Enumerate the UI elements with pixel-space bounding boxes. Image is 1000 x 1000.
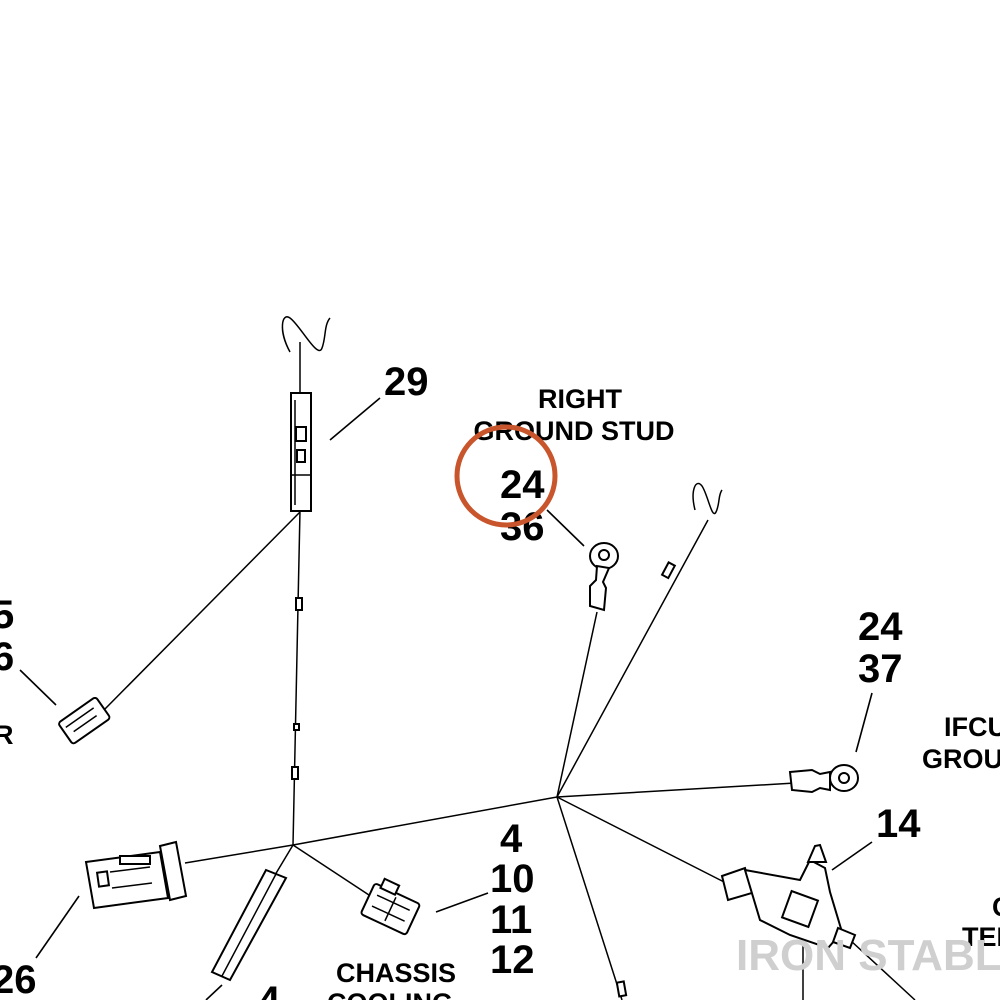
connector-5-6-body bbox=[58, 696, 111, 745]
callout-6: 6 bbox=[0, 635, 14, 679]
callout-5: 5 bbox=[0, 593, 14, 637]
splice-5 bbox=[615, 980, 628, 998]
wire-to-right-ground-stud bbox=[556, 611, 598, 798]
callout-24-ifcu: 24 bbox=[858, 605, 903, 649]
leader-lines bbox=[19, 397, 873, 1000]
callout-24-right-stud: 24 bbox=[500, 463, 545, 507]
leader-4-12 bbox=[435, 892, 489, 913]
item-4-part bbox=[210, 868, 288, 982]
callout-4-bottom: 4 bbox=[258, 979, 281, 1000]
callout-10: 10 bbox=[490, 857, 535, 901]
wire-14-right bbox=[849, 939, 916, 1000]
label-right-ground-stud-line2: GROUND STUD bbox=[474, 416, 675, 446]
wire-to-top-right bbox=[556, 519, 709, 798]
leader-29 bbox=[329, 397, 381, 441]
leader-5-6 bbox=[19, 669, 57, 706]
label-ter: TER bbox=[962, 922, 1000, 952]
connector-5-6 bbox=[58, 696, 111, 745]
splice-3 bbox=[291, 766, 299, 780]
wire-trunk bbox=[292, 796, 558, 846]
callout-12: 12 bbox=[490, 938, 535, 982]
leader-26 bbox=[35, 895, 80, 959]
label-ifcu-line2: GROUND bbox=[922, 744, 1000, 774]
wire-break-right-icon bbox=[692, 482, 723, 515]
callout-14: 14 bbox=[876, 802, 921, 846]
harness-wires bbox=[101, 342, 916, 1000]
wire-down bbox=[556, 796, 623, 1000]
label-chassis-line1: CHASSIS bbox=[336, 958, 456, 988]
label-c: C bbox=[992, 892, 1000, 922]
callout-numbers: 29 24 36 24 37 14 4 10 11 12 26 4 5 6 bbox=[0, 360, 921, 1000]
label-chassis-line2: COOLING bbox=[327, 988, 453, 1000]
chassis-cooling-connector bbox=[360, 877, 421, 936]
wire-to-ifcu-ground bbox=[556, 782, 796, 798]
text-labels: RIGHT GROUND STUD IFCU GROUND CHASSIS CO… bbox=[0, 384, 1000, 1000]
label-ifcu-line1: IFCU bbox=[944, 712, 1000, 742]
splice-4 bbox=[660, 561, 677, 580]
connector-26 bbox=[84, 840, 188, 910]
leader-4 bbox=[205, 984, 223, 1000]
wire-to-connector-26 bbox=[184, 844, 294, 864]
label-r: R bbox=[0, 720, 14, 750]
callout-11: 11 bbox=[490, 898, 532, 942]
wire-to-connector-5 bbox=[101, 511, 301, 713]
wire-vertical-left bbox=[292, 509, 301, 846]
callout-4: 4 bbox=[500, 817, 523, 861]
label-right-ground-stud-line1: RIGHT bbox=[538, 384, 623, 414]
highlight-circle bbox=[454, 424, 558, 528]
callout-29: 29 bbox=[384, 360, 429, 404]
watermark: IRON STABLE bbox=[736, 931, 1000, 980]
inline-splices bbox=[291, 561, 677, 998]
leader-14 bbox=[831, 841, 873, 871]
leader-24-37 bbox=[855, 692, 873, 753]
leader-24-36 bbox=[546, 509, 585, 547]
callout-26: 26 bbox=[0, 958, 37, 1000]
connector-29 bbox=[290, 392, 312, 512]
component-14 bbox=[720, 843, 857, 950]
wire-break-left-icon bbox=[281, 316, 331, 353]
wire-to-component-14 bbox=[556, 796, 731, 886]
callout-37: 37 bbox=[858, 647, 903, 691]
wire-to-chassis bbox=[292, 844, 373, 898]
splice-1 bbox=[295, 597, 303, 611]
splice-2 bbox=[293, 723, 300, 731]
right-ground-stud-terminal bbox=[589, 542, 619, 612]
ifcu-ground-terminal bbox=[788, 764, 859, 794]
